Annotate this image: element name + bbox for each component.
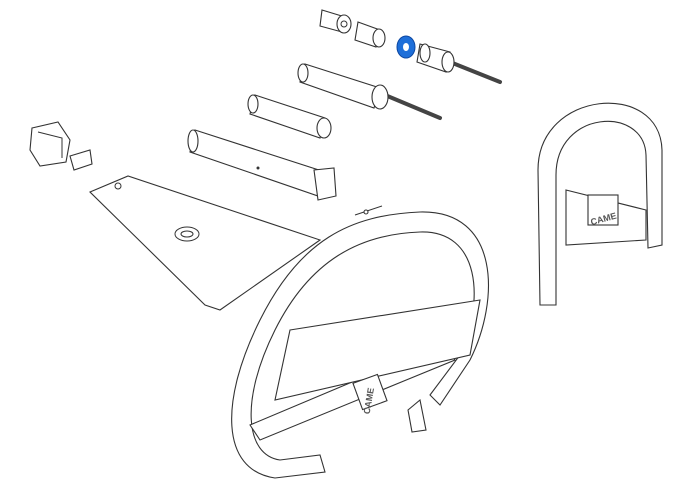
wall-bracket-part[interactable] xyxy=(29,121,93,171)
housing-tube-part[interactable] xyxy=(187,129,337,201)
end-cap-part[interactable] xyxy=(319,9,352,34)
washer-part-highlighted[interactable] xyxy=(396,35,416,59)
outer-tube-part[interactable] xyxy=(247,94,332,139)
lead-screw-assembly[interactable] xyxy=(416,43,502,84)
pin-part[interactable] xyxy=(354,205,383,216)
actuator-tube-part[interactable] xyxy=(297,63,442,120)
large-hoop-part[interactable]: CAME xyxy=(231,211,490,479)
small-hoop-part[interactable]: CAME xyxy=(537,102,663,306)
came-logo: CAME xyxy=(362,387,376,415)
motor-part[interactable] xyxy=(354,21,386,48)
base-plate-part[interactable] xyxy=(89,175,322,311)
